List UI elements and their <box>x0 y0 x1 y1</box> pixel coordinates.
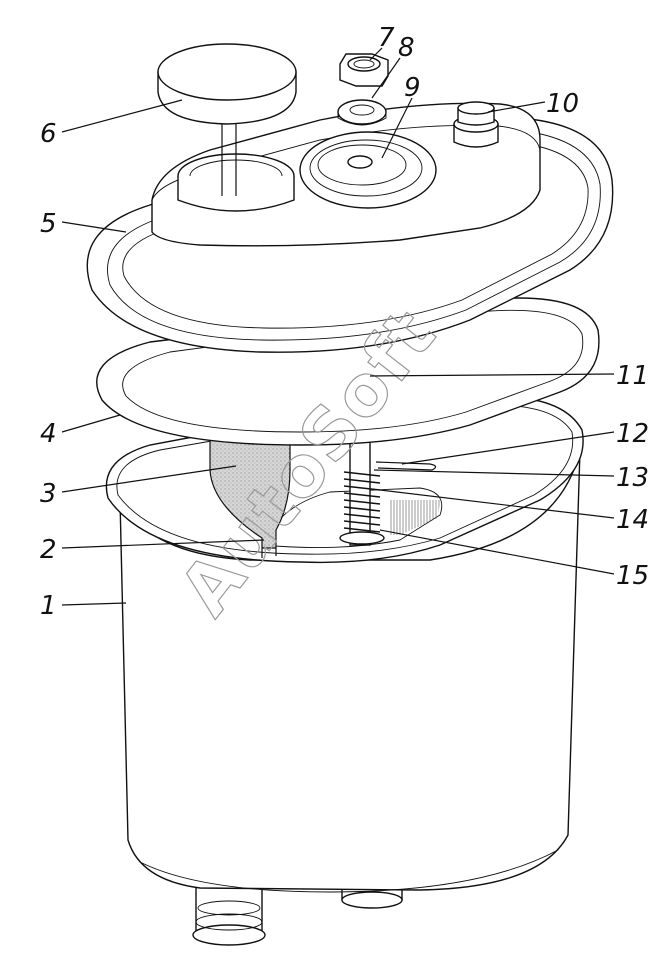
cotter-pin <box>375 461 437 471</box>
washer <box>337 99 387 126</box>
callout-2: 2 <box>40 535 57 565</box>
spring <box>343 471 381 533</box>
callout-14: 14 <box>616 505 649 535</box>
callout-15: 15 <box>616 561 649 591</box>
callout-3: 3 <box>40 479 57 509</box>
callout-8: 8 <box>398 33 415 63</box>
callout-11: 11 <box>616 361 649 391</box>
spring-washer <box>339 531 385 545</box>
callout-10: 10 <box>546 89 579 119</box>
callout-13: 13 <box>616 463 649 493</box>
callout-6: 6 <box>40 119 57 149</box>
callout-4: 4 <box>40 419 57 449</box>
callout-labels: 1 2 3 4 5 6 7 8 9 10 11 12 13 14 15 <box>40 23 649 621</box>
filler-cap <box>157 43 297 196</box>
callout-9: 9 <box>404 73 421 103</box>
cover <box>86 101 614 353</box>
callout-12: 12 <box>616 419 649 449</box>
callout-5: 5 <box>40 209 57 239</box>
callout-7: 7 <box>378 23 395 53</box>
plug <box>453 101 499 148</box>
leader-lines <box>61 47 615 606</box>
nut <box>339 53 389 87</box>
outlet-pipe-left <box>192 879 266 946</box>
callout-1: 1 <box>40 591 57 621</box>
